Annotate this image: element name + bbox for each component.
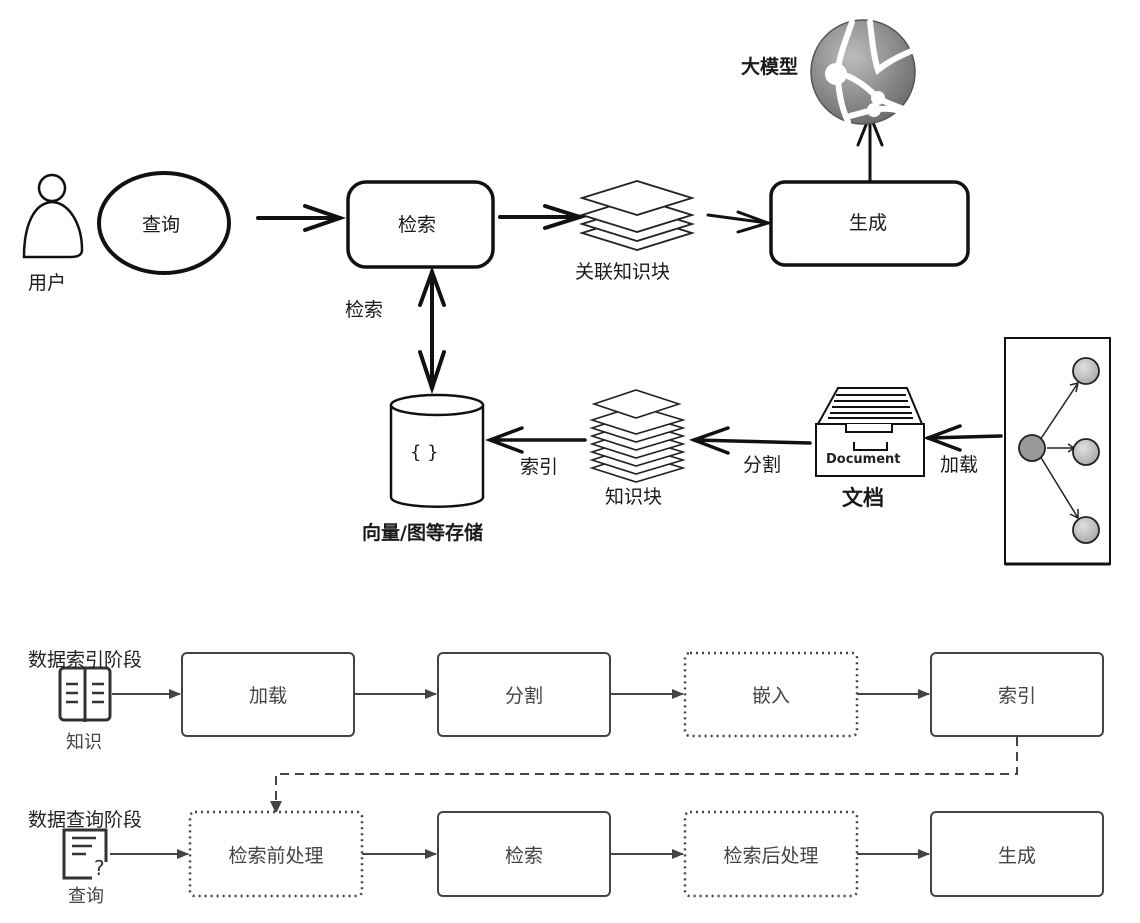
query-document-icon <box>62 828 108 880</box>
arrow-source-to-document <box>923 424 1003 452</box>
arrow-chunks-to-generate <box>706 210 773 234</box>
retrieve-node-label: 检索 <box>398 214 437 236</box>
step-generate: 生成 <box>997 845 1036 867</box>
step-embed: 嵌入 <box>751 685 790 707</box>
arrow-retrieve-to-chunks <box>498 204 587 230</box>
database-cylinder-icon <box>389 393 485 508</box>
query-flow-boxes <box>188 810 1104 898</box>
query-node <box>97 171 231 275</box>
book-icon <box>58 666 112 722</box>
chunks-label: 知识块 <box>605 486 663 508</box>
indexing-flow-boxes <box>181 651 1104 738</box>
arrow-document-to-chunks <box>688 426 812 455</box>
user-icon <box>22 173 84 259</box>
retrieve-node <box>346 180 495 269</box>
retrieve-edge-label: 检索 <box>345 299 384 321</box>
document-drawer-icon <box>815 387 925 477</box>
graph-nodes-icon <box>1004 337 1111 566</box>
query-stage-title: 数据查询阶段 <box>28 809 143 831</box>
document-drawer-text: Document <box>826 452 901 467</box>
document-label: 文档 <box>842 486 884 510</box>
index-to-query-connector <box>275 737 1018 803</box>
generate-node-label: 生成 <box>849 212 888 234</box>
step-post-retrieval: 检索后处理 <box>723 845 819 867</box>
knowledge-label: 知识 <box>66 732 102 753</box>
query-label: 查询 <box>68 886 104 907</box>
step-pre-retrieval: 检索前处理 <box>228 845 324 867</box>
globe-network-icon <box>810 19 917 125</box>
arrow-chunks-to-store <box>485 426 587 454</box>
store-label: 向量/图等存储 <box>362 522 483 544</box>
stacked-layers-icon <box>589 389 686 483</box>
question-mark-icon: ? <box>94 856 105 880</box>
arrow-query-to-retrieve <box>256 204 347 232</box>
user-label: 用户 <box>28 272 67 294</box>
store-symbol: { } <box>410 442 439 463</box>
indexing-stage-title: 数据索引阶段 <box>28 649 143 671</box>
index-edge-label: 索引 <box>520 456 559 478</box>
split-edge-label: 分割 <box>743 454 782 476</box>
step-load: 加载 <box>248 685 287 707</box>
stacked-layers-icon <box>578 180 696 251</box>
load-edge-label: 加载 <box>940 454 979 476</box>
query-node-label: 查询 <box>142 214 181 236</box>
arrow-generate-to-llm <box>856 110 884 183</box>
connector-arrowhead <box>270 801 282 814</box>
step-retrieve: 检索 <box>504 845 543 867</box>
step-index: 索引 <box>997 685 1036 707</box>
arrow-retrieve-store-bidirectional <box>418 266 446 395</box>
step-split: 分割 <box>504 685 543 707</box>
llm-label: 大模型 <box>741 56 799 78</box>
relevant-chunks-label: 关联知识块 <box>575 261 671 283</box>
